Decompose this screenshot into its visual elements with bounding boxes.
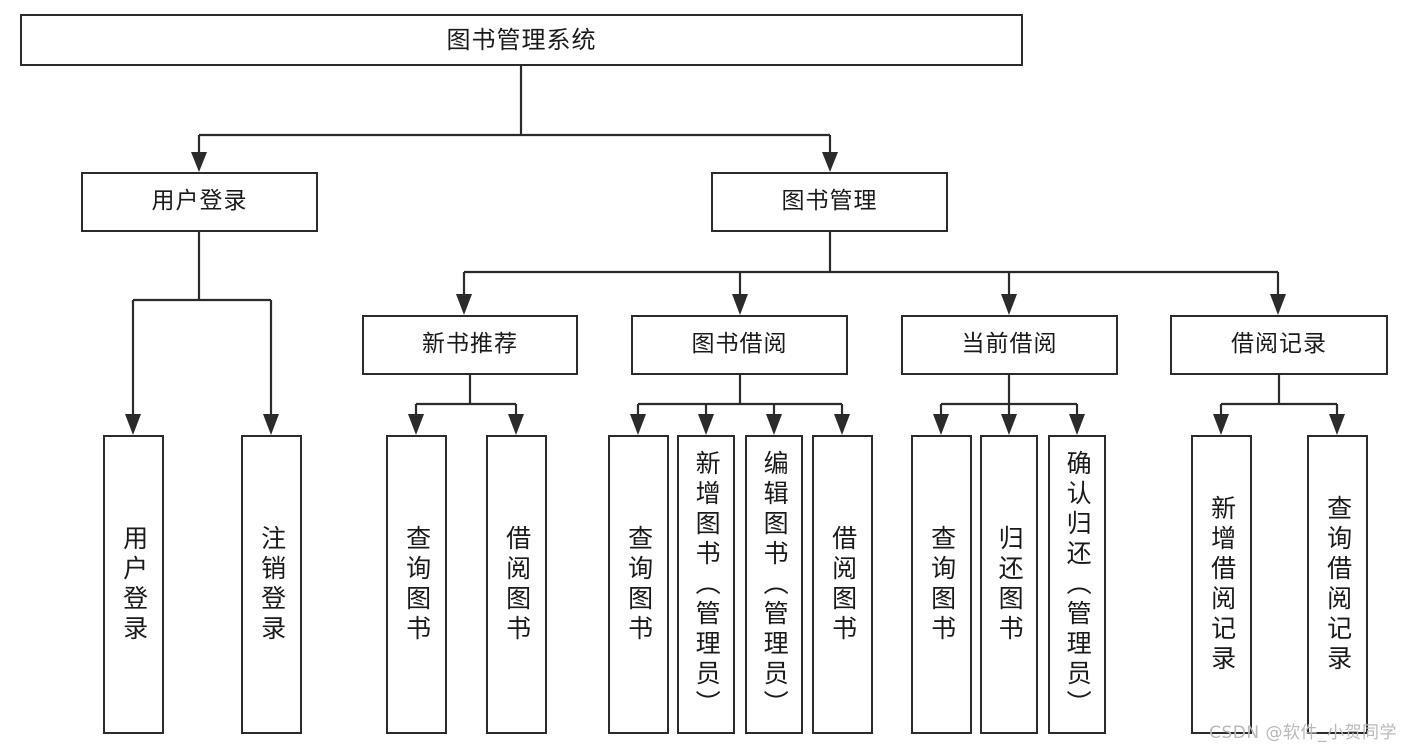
leaf-book-borrow-query[interactable]: 查询图书 (608, 435, 669, 734)
arrow-bookborrow-leaf-2 (698, 414, 714, 435)
leaf-user-login-login[interactable]: 用户登录 (103, 435, 164, 734)
arrow-currentborrow-leaf-3 (1069, 414, 1085, 435)
arrow-bookborrow-leaf-3 (766, 414, 782, 435)
arrow-currentborrow-leaf-2 (1001, 414, 1017, 435)
csdn-watermark: CSDN @软件_小贺同学 (1209, 723, 1397, 743)
leaf-borrow-record-query[interactable]: 查询借阅记录 (1307, 435, 1368, 734)
node-root-system[interactable]: 图书管理系统 (20, 14, 1023, 66)
leaf-current-borrow-return[interactable]: 归还图书 (980, 435, 1038, 734)
leaf-current-borrow-query[interactable]: 查询图书 (911, 435, 972, 734)
leaf-user-login-logout[interactable]: 注销登录 (241, 435, 302, 734)
leaf-book-borrow-edit-admin[interactable]: 编辑图书（管理员） (745, 435, 803, 734)
arrow-borrowrecord-leaf-2 (1329, 414, 1345, 435)
arrow-bookmgmt-to-l3-2 (732, 294, 748, 315)
arrow-bookmgmt-to-l3-1 (456, 294, 472, 315)
node-book-management[interactable]: 图书管理 (711, 172, 948, 232)
node-book-borrow[interactable]: 图书借阅 (631, 315, 848, 375)
leaf-book-borrow-borrow[interactable]: 借阅图书 (812, 435, 873, 734)
node-borrow-record[interactable]: 借阅记录 (1170, 315, 1388, 375)
arrow-bookmgmt-to-l3-4 (1270, 294, 1286, 315)
leaf-borrow-record-add[interactable]: 新增借阅记录 (1191, 435, 1252, 734)
arrow-newbook-leaf-2 (508, 414, 524, 435)
arrow-newbook-leaf-1 (408, 414, 424, 435)
leaf-new-book-borrow[interactable]: 借阅图书 (486, 435, 547, 734)
arrow-borrowrecord-leaf-1 (1213, 414, 1229, 435)
arrow-bookmgmt-to-l3-3 (1001, 294, 1017, 315)
arrow-userlogin-leaf-2 (263, 414, 279, 435)
arrow-bookborrow-leaf-4 (834, 414, 850, 435)
arrow-root-to-bookmgmt (822, 152, 838, 172)
node-new-book-recommend[interactable]: 新书推荐 (362, 315, 578, 375)
arrow-root-to-userlogin (191, 152, 207, 172)
node-current-borrow[interactable]: 当前借阅 (901, 315, 1118, 375)
arrow-bookborrow-leaf-1 (630, 414, 646, 435)
arrow-userlogin-leaf-1 (125, 414, 141, 435)
node-user-login[interactable]: 用户登录 (81, 172, 318, 232)
leaf-new-book-query[interactable]: 查询图书 (386, 435, 447, 734)
arrow-currentborrow-leaf-1 (933, 414, 949, 435)
leaf-book-borrow-add-admin[interactable]: 新增图书（管理员） (677, 435, 735, 734)
leaf-current-borrow-confirm-admin[interactable]: 确认归还（管理员） (1048, 435, 1106, 734)
